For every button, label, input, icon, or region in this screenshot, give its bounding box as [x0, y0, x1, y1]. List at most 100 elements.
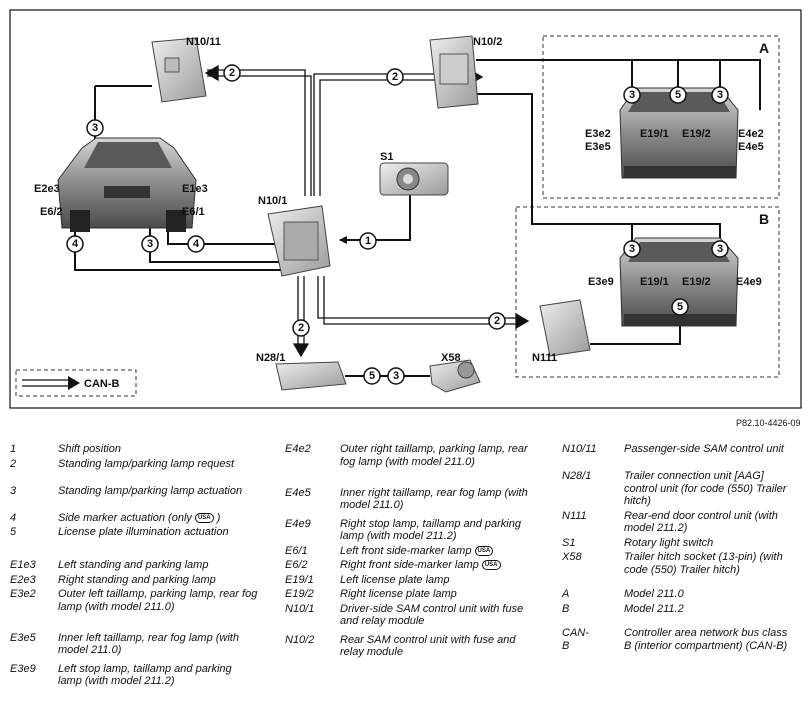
- legend-code: 2: [10, 457, 17, 470]
- svg-text:N111: N111: [532, 352, 557, 364]
- legend-code: 4: [10, 511, 17, 524]
- usa-badge-icon: USA: [474, 545, 494, 556]
- legend-code: N111: [562, 509, 587, 522]
- svg-text:N10/1: N10/1: [258, 195, 287, 207]
- svg-text:E3e5: E3e5: [585, 141, 611, 153]
- callout-number: 3: [717, 243, 723, 255]
- legend-description: Trailer hitch socket (13-pin) (with code…: [624, 551, 783, 576]
- callout-number: 2: [494, 315, 500, 327]
- legend-code: S1: [562, 536, 576, 549]
- legend-description: License plate illumination actuation: [58, 526, 229, 538]
- svg-text:E19/2: E19/2: [682, 128, 711, 140]
- svg-text:E19/1: E19/1: [640, 276, 669, 288]
- callout-circle: [671, 298, 689, 316]
- callout-circle: [623, 86, 641, 104]
- usa-badge-icon: USA: [481, 560, 501, 571]
- svg-text:CAN-B: CAN-B: [84, 378, 119, 390]
- car-front-view: E2e3 E6/2 E1e3 E6/1: [34, 137, 208, 232]
- callout-circle: [86, 119, 104, 137]
- legend-description: Standing lamp/parking lamp request: [58, 457, 235, 470]
- legend-description: Inner left taillamp, rear fog lamp (with…: [58, 631, 239, 657]
- legend-code: E3e2: [10, 588, 36, 600]
- callout-circle: [66, 235, 84, 253]
- callout-number: 4: [72, 238, 79, 250]
- legend-code: N10/11: [562, 443, 597, 455]
- callout-circle: [386, 68, 404, 86]
- svg-text:X58: X58: [441, 352, 461, 364]
- callout-circle: [141, 235, 159, 253]
- svg-text:E4e5: E4e5: [738, 141, 764, 153]
- legend-code: E4e2: [285, 443, 311, 455]
- callout-number: 3: [717, 89, 723, 101]
- callout-number: 1: [365, 235, 371, 247]
- callout-number: 5: [675, 89, 681, 101]
- legend-description: Shift position: [58, 443, 121, 455]
- svg-text:N10/2: N10/2: [473, 36, 502, 48]
- callout-number: 5: [369, 370, 375, 382]
- legend-code: E4e5: [285, 486, 311, 499]
- callout-circle: [669, 86, 687, 104]
- svg-text:E4e2: E4e2: [738, 128, 764, 140]
- legend-description: Left stop lamp, taillamp and parking lam…: [58, 662, 232, 688]
- svg-text:S1: S1: [380, 151, 393, 163]
- can-b-key: CAN-B: [15, 369, 137, 397]
- callout-number: 3: [629, 89, 635, 101]
- group-a-label: A: [759, 40, 769, 56]
- s1-light-switch: S1: [379, 151, 449, 196]
- callout-circle: [223, 64, 241, 82]
- legend-code: E19/2: [285, 588, 314, 600]
- group-a-box: [542, 35, 780, 199]
- svg-text:E6/2: E6/2: [40, 206, 63, 218]
- legend-code: E3e5: [10, 631, 36, 644]
- legend-description: Rotary light switch: [624, 536, 714, 549]
- legend-code: 5: [10, 526, 17, 538]
- n111-module: N111: [532, 299, 591, 364]
- legend-code: 3: [10, 484, 17, 497]
- svg-text:E4e9: E4e9: [736, 276, 762, 288]
- legend-description: Right standing and parking lamp: [58, 573, 216, 586]
- usa-badge-icon: USA: [194, 512, 214, 523]
- callout-circle: [363, 367, 381, 385]
- legend-description: Left standing and parking lamp: [58, 559, 209, 571]
- legend-code: X58: [562, 551, 582, 563]
- legend-code: E3e9: [10, 662, 36, 675]
- svg-text:E2e3: E2e3: [34, 183, 60, 195]
- callout-number: 2: [392, 71, 398, 83]
- legend-description: Right front side-marker lamp USA: [340, 559, 540, 572]
- legend-description: Rear-end door control unit (with model 2…: [624, 509, 778, 535]
- n10-2-module: N10/2: [429, 35, 502, 109]
- svg-text:E1e3: E1e3: [182, 183, 208, 195]
- legend-code: E6/2: [285, 559, 308, 571]
- legend-code: E4e9: [285, 517, 311, 530]
- legend-code: N10/2: [285, 633, 315, 646]
- legend-description: Inner right taillamp, rear fog lamp (wit…: [340, 486, 528, 512]
- svg-text:N10/11: N10/11: [186, 36, 221, 48]
- x58-hitch-socket: X58: [429, 352, 481, 393]
- legend-description: Standing lamp/parking lamp actuation: [58, 484, 243, 497]
- callout-circle: [187, 235, 205, 253]
- callout-circle: [711, 240, 729, 258]
- group-b-label: B: [759, 211, 769, 227]
- svg-text:E3e2: E3e2: [585, 128, 611, 140]
- legend-description: Right license plate lamp: [340, 588, 457, 600]
- legend-description: Left license plate lamp: [340, 573, 450, 586]
- callout-circle: [359, 232, 377, 250]
- callout-number: 4: [193, 238, 200, 250]
- svg-text:E6/1: E6/1: [182, 206, 205, 218]
- legend-description: Trailer connection unit [AAG] control un…: [624, 470, 787, 507]
- callout-number: 2: [229, 67, 235, 79]
- svg-text:E3e9: E3e9: [588, 276, 614, 288]
- callout-number: 3: [393, 370, 399, 382]
- callout-circle: [292, 319, 310, 337]
- figure-reference: P82.10-4426-09: [736, 418, 801, 428]
- legend-description: Rear SAM control unit with fuse and rela…: [340, 633, 516, 659]
- svg-text:N28/1: N28/1: [256, 352, 285, 364]
- svg-text:E19/1: E19/1: [640, 128, 669, 140]
- legend-code: E19/1: [285, 573, 314, 586]
- callout-circle: [623, 240, 641, 258]
- legend-code: E2e3: [10, 573, 36, 586]
- car-rear-model-b: E3e9 E19/1 E19/2 E4e9: [588, 237, 762, 327]
- legend-description: Controller area network bus class B (int…: [624, 627, 788, 652]
- callout-number: 3: [92, 122, 98, 134]
